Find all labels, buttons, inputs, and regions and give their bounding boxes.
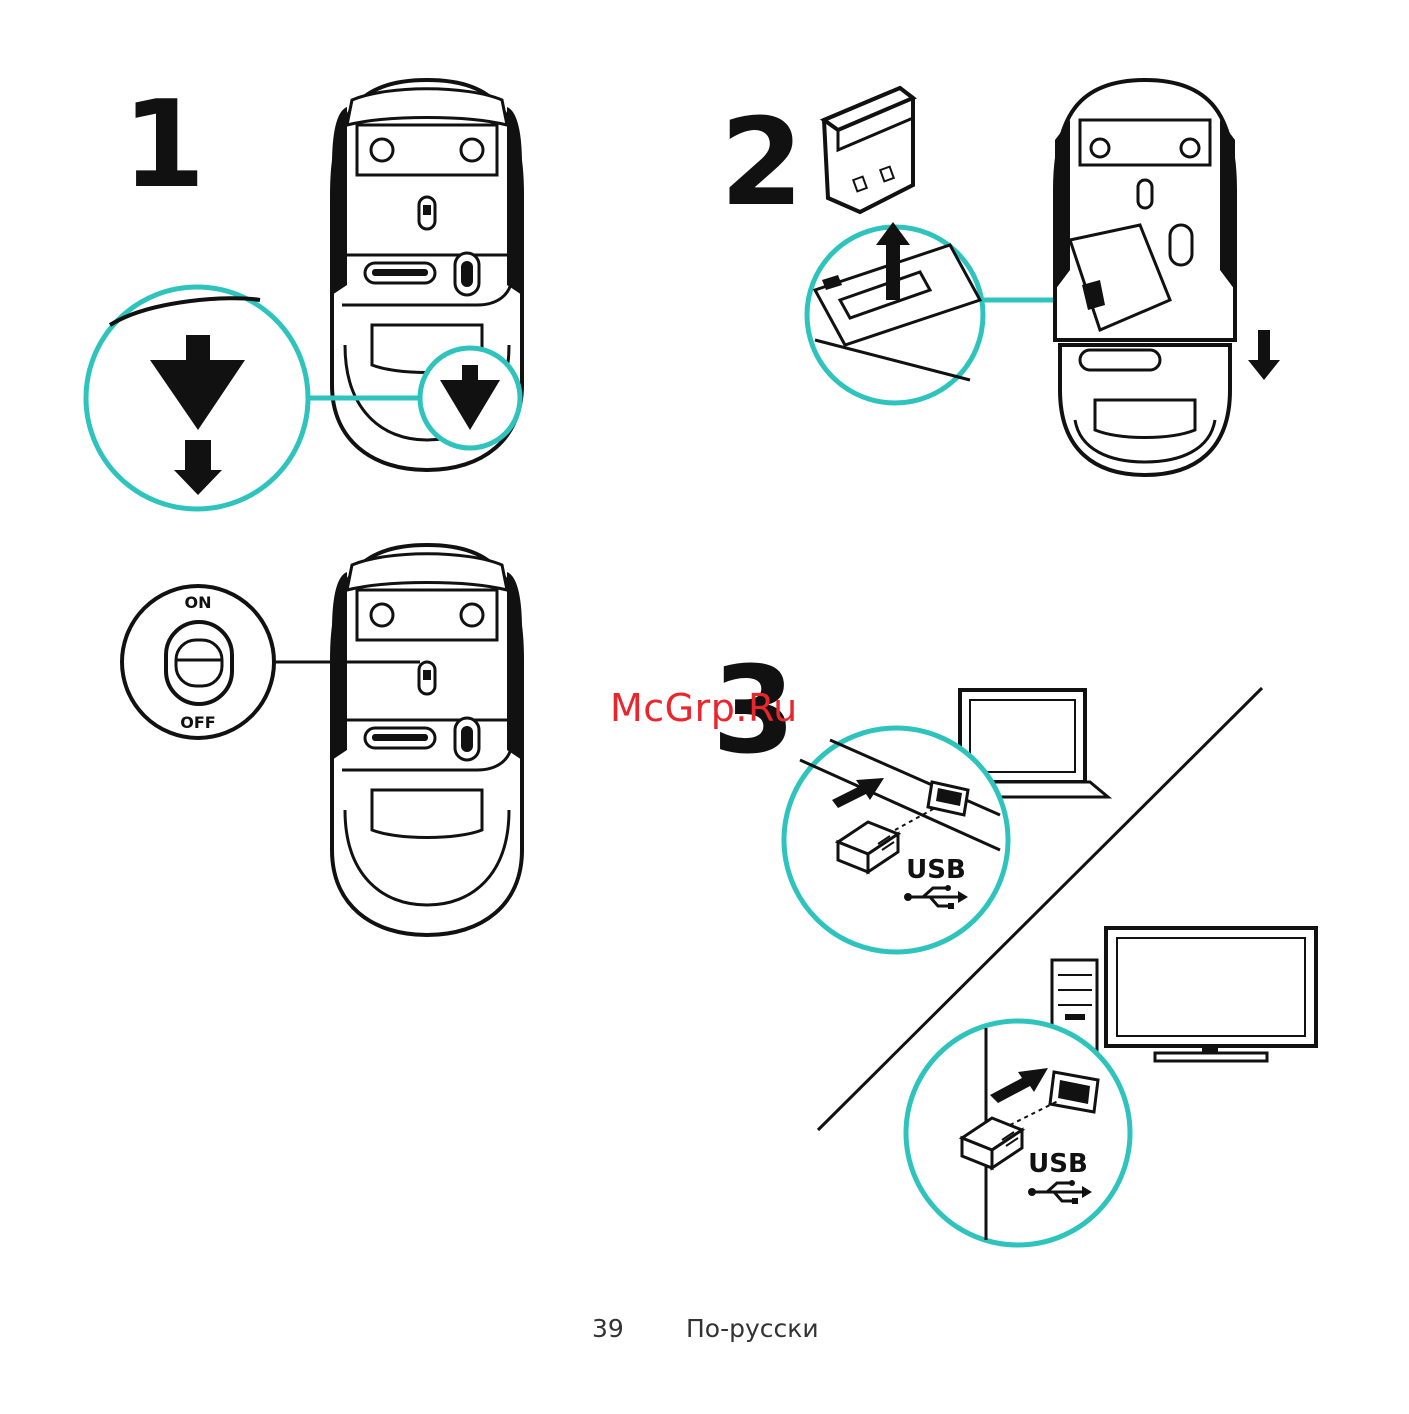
usb-label-desktop: USB (1028, 1149, 1088, 1179)
receiver-dongle-large (824, 88, 913, 212)
language-label: По-русски (686, 1314, 819, 1343)
step1-zoom-large (86, 287, 308, 509)
desktop-zoom-circle (906, 1021, 1130, 1245)
switch-off-label: OFF (180, 713, 215, 732)
switch-on-label: ON (185, 593, 212, 612)
page-number: 39 (592, 1314, 624, 1343)
watermark-text: McGrp.Ru (610, 686, 798, 730)
step1-zoom-small (420, 348, 520, 448)
laptop-zoom-circle (784, 728, 1008, 952)
step2-down-arrow-icon (1248, 330, 1280, 380)
step2-zoom-circle (807, 222, 983, 403)
desktop-illustration (1052, 928, 1316, 1061)
step-1-number: 1 (122, 86, 206, 206)
step-2-number: 2 (720, 104, 804, 224)
step2-mouse-open (1055, 80, 1235, 475)
usb-label-laptop: USB (906, 855, 966, 885)
step1-mouse-bottom (332, 545, 522, 935)
